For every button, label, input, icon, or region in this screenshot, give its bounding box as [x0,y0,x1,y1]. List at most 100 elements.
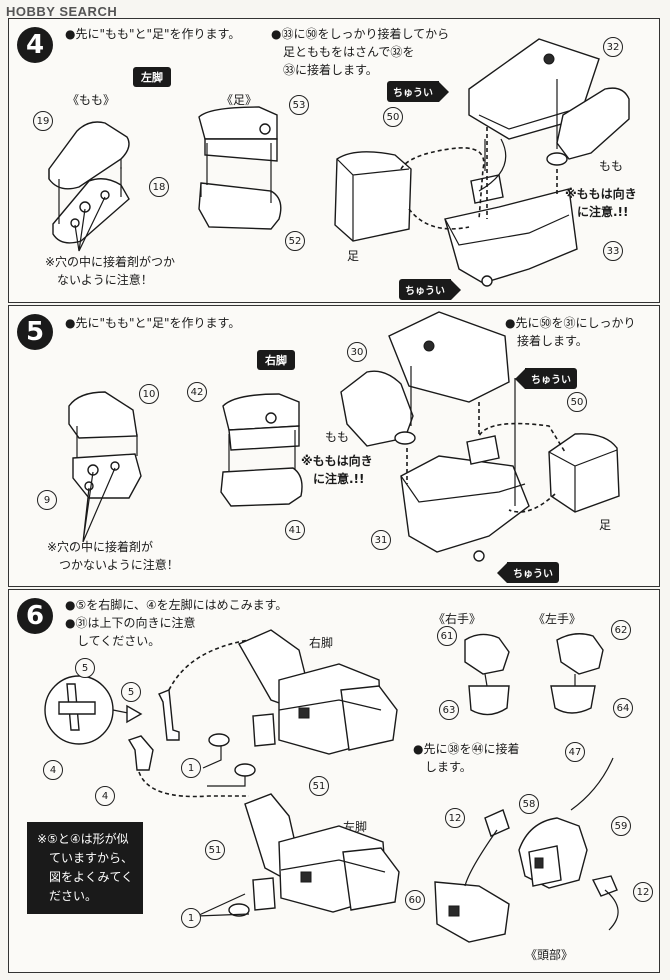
part-number: 4 [43,760,63,780]
step-6-panel: 6 ●⑤を右脚に、④を左脚にはめこみます。 ●㉛は上下の向きに注意 してください… [8,589,660,973]
part-hip-lower [444,188,578,287]
shape-similarity-note: ※⑤と④は形が似 ていますから、 図をよくみてく ださい。 [27,822,144,914]
part-thigh-assembled [546,87,630,166]
assembly-arrow [484,79,558,171]
part-thigh-assembled [340,370,416,447]
right-hand-label: 《右手》 [433,612,482,626]
thigh-word: もも [599,159,624,173]
step-number-badge: 4 [17,27,53,63]
part-number: 32 [603,37,623,57]
caution-arrow: ちゅうい [497,562,559,583]
part-number: 33 [603,241,623,261]
hip-connector-top [208,713,276,777]
part-number: 50 [567,392,587,412]
leg-side-tag: 右脚 [257,350,295,370]
hip-connector-bottom [228,877,276,917]
part-number: 63 [439,700,459,720]
watermark-logo: HOBBY SEARCH [6,4,118,19]
guide-path [168,639,250,691]
part-number: 19 [33,111,53,131]
adhesive-warning: ※穴の中に接着剤がつか ないように注意！ [45,255,176,287]
part-number: 5 [121,682,141,702]
step-5-illustration [68,311,620,562]
part-number: 59 [611,816,631,836]
part-face-plate [434,881,510,943]
foot-label: 《足》 [221,93,258,107]
part-number: 53 [289,95,309,115]
part-number: 1 [181,758,201,778]
part-number: 31 [371,530,391,550]
part-hip-upper [388,311,510,403]
part-number: 61 [437,626,457,646]
part-number: 12 [445,808,465,828]
part-foot-top [222,393,300,451]
foot-word: 足 [599,518,612,532]
step-5-panel: 5 ●先に"もも"と"足"を作ります。 ●先に㊿を㉛にしっかり 接着します。 右… [8,305,660,587]
part-number: 62 [611,620,631,640]
part-number: 4 [95,786,115,806]
head-assembly [518,757,614,889]
part-thigh-base [52,178,130,244]
part-number: 12 [633,882,653,902]
caution-arrow: ちゅうい [387,81,449,102]
part-number: 47 [565,742,585,762]
step-number-badge: 6 [17,598,53,634]
right-leg-label: 右脚 [309,636,334,650]
step-number-badge: 5 [17,314,53,350]
head-label: 《頭部》 [525,948,574,962]
part-foot-assembled [334,151,412,242]
part-thigh-base [72,453,142,499]
step-6-illustration [44,629,619,943]
step-4-panel: 4 ●先に"もも"と"足"を作ります。 ●㉝に㊿をしっかり接着してから 足ともも… [8,18,660,303]
leg-side-tag: 左脚 [133,67,171,87]
part-joint-5 [158,689,180,741]
part-small-block [470,174,504,204]
part-foot-top [198,106,278,162]
left-hand-label: 《左手》 [533,612,582,626]
thigh-label: 《もも》 [67,93,116,107]
head-instruction: ●先に㊳を㊹に接着 します。 [413,742,520,774]
foot-word: 足 [347,249,360,263]
guide-path [400,147,485,220]
step-instruction-secondary: ●先に㊿を㉛にしっかり 接着します。 [505,316,636,348]
thigh-word: もも [325,430,350,444]
step-instruction: ●先に"もも"と"足"を作ります。 [65,316,241,330]
left-hand [550,633,604,714]
part-number: 51 [205,840,225,860]
part-head-cap [484,809,618,897]
part-number: 41 [285,520,305,540]
part-number: 52 [285,231,305,251]
part-number: 60 [405,890,425,910]
part-number: 9 [37,490,57,510]
step-instruction: ●⑤を右脚に、④を左脚にはめこみます。 ●㉛は上下の向きに注意 してください。 [65,598,288,648]
adhesive-warning: ※穴の中に接着剤が つかないように注意！ [47,540,179,572]
part-number: 51 [309,776,329,796]
part-number: 18 [149,177,169,197]
part-number: 1 [181,908,201,928]
part-thigh-cover [48,121,130,190]
part-number: 5 [75,658,95,678]
part-joint-4 [127,735,154,771]
assembly-arrow [410,366,516,506]
part-foot-sole [198,182,282,230]
part-number: 50 [383,107,403,127]
right-hand [464,633,510,716]
part-small-block [466,435,500,465]
step-instruction-secondary: ●㉝に㊿をしっかり接着してから 足とももをはさんで㉜を ㉝に接着します。 [271,27,450,77]
left-leg-assembly [244,793,400,913]
caution-arrow: ちゅうい [515,368,577,389]
joint-detail-circle [44,675,143,745]
step-instruction: ●先に"もも"と"足"を作ります。 [65,27,241,41]
part-number: 42 [187,382,207,402]
part-hip-lower [400,455,530,562]
part-number: 58 [519,794,539,814]
step-4-illustration [48,38,630,287]
part-number: 10 [139,384,159,404]
orientation-warning: ※ももは向き に注意.!! [301,454,373,486]
orientation-warning: ※ももは向き に注意.!! [565,187,637,219]
caution-arrow: ちゅうい [399,279,461,300]
part-number: 30 [347,342,367,362]
part-number: 64 [613,698,633,718]
right-leg-assembly [238,629,398,755]
part-foot-assembled [548,433,620,513]
